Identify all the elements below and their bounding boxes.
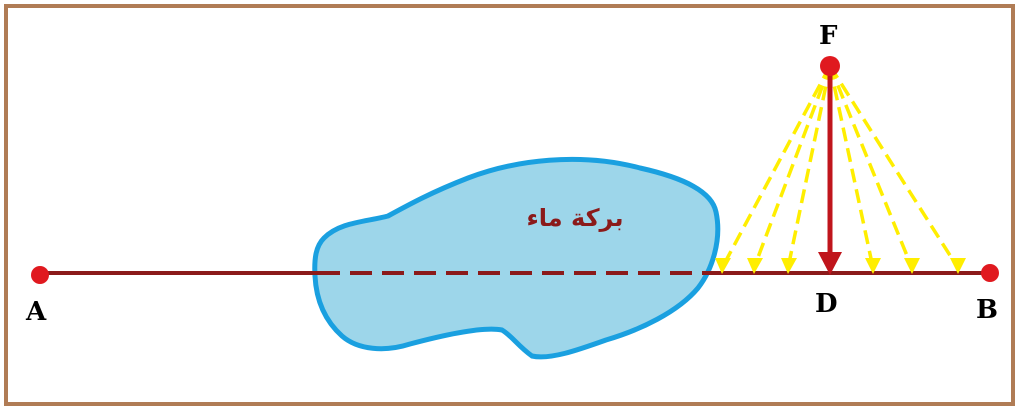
- arrowhead-4: [865, 258, 881, 274]
- water-pond: [312, 156, 721, 360]
- yellow-rays: [720, 65, 960, 269]
- arrowhead-3: [781, 258, 797, 274]
- ray-3: [786, 65, 832, 269]
- ray-6: [828, 65, 960, 269]
- point-f: [820, 56, 840, 76]
- ray-5: [828, 65, 914, 269]
- pond-label: بركة ماء: [527, 204, 624, 232]
- label-f: F: [819, 21, 838, 51]
- label-d: D: [815, 289, 838, 319]
- arrowhead-5: [904, 258, 920, 274]
- label-a: A: [25, 297, 47, 327]
- label-b: B: [976, 295, 998, 325]
- ray-4: [828, 65, 875, 269]
- arrowhead-1: [715, 258, 731, 274]
- arrowhead-6: [950, 258, 966, 274]
- yellow-arrowheads: [715, 258, 966, 274]
- arrowhead-2: [747, 258, 763, 274]
- ray-1: [720, 65, 832, 269]
- point-b: [981, 264, 999, 282]
- frame-border: [4, 4, 1015, 406]
- ray-2: [752, 65, 832, 269]
- perpendicular-arrowhead: [818, 252, 842, 275]
- point-a: [31, 266, 49, 284]
